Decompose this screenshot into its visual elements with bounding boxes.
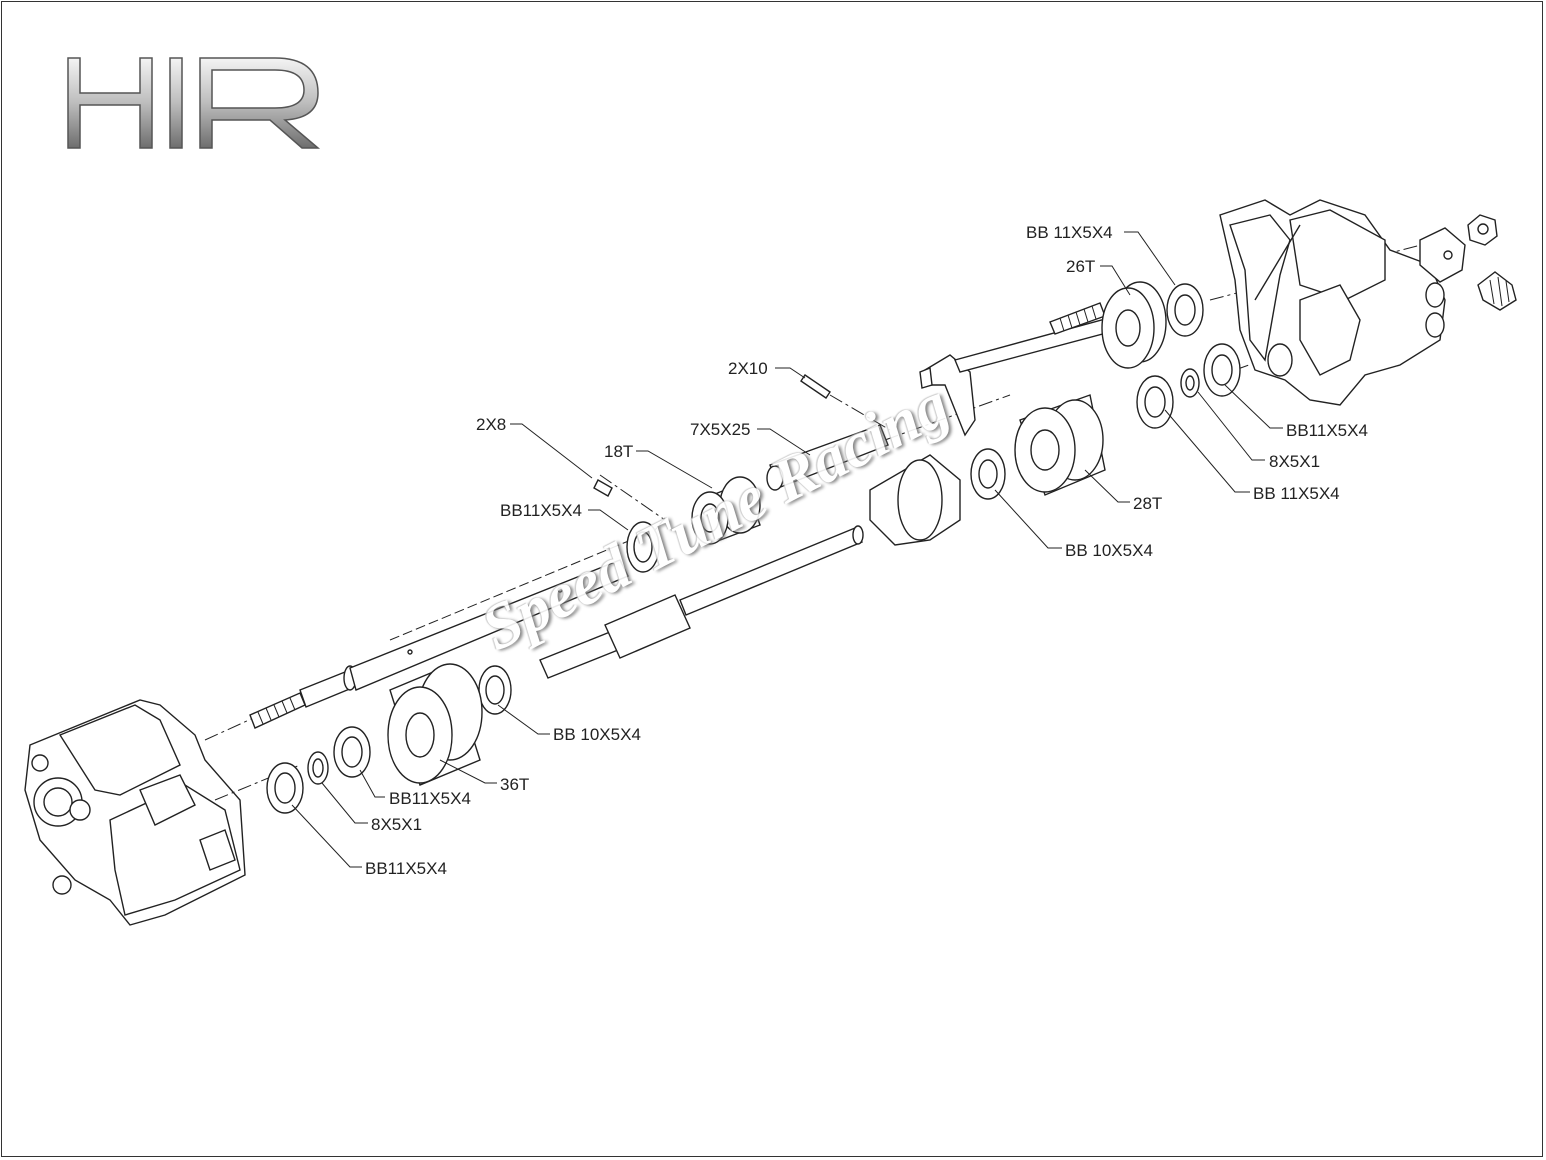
gear-28t-drawing	[1014, 394, 1106, 496]
end-block-and-nuts	[1419, 214, 1517, 311]
left-output-shaft	[249, 559, 629, 729]
hr-logo	[67, 57, 321, 149]
label-gear-26t: 26T	[1066, 257, 1096, 276]
label-pin-2x10: 2X10	[728, 359, 768, 378]
left-gearbox-housing	[24, 699, 246, 926]
label-bb11x5x4-left-lower: BB11X5X4	[365, 859, 447, 878]
label-bb11x5x4-mid: BB11X5X4	[500, 501, 582, 520]
label-bb-11x5x4-top: BB 11X5X4	[1026, 223, 1113, 242]
label-pin-2x8: 2X8	[476, 415, 507, 434]
label-tube-7x5x25: 7X5X25	[690, 420, 751, 439]
label-gear-36t: 36T	[500, 775, 530, 794]
right-bearings	[970, 283, 1241, 500]
label-washer-8x5x1-right: 8X5X1	[1269, 452, 1321, 471]
gear-26t-drawing	[1101, 281, 1167, 369]
gear-36t-drawing	[387, 663, 483, 786]
shift-fork-assembly	[869, 314, 1126, 546]
label-bb-11x5x4-right-lower: BB 11X5X4	[1253, 484, 1340, 503]
countershaft	[539, 525, 864, 679]
label-bb-10x5x4-right: BB 10X5X4	[1065, 541, 1153, 560]
label-bb11x5x4-right: BB11X5X4	[1286, 421, 1368, 440]
upper-shaft-parts	[593, 374, 889, 573]
label-gear-18t: 18T	[604, 442, 634, 461]
label-gear-28t: 28T	[1133, 494, 1163, 513]
right-gearbox-housing	[1219, 199, 1446, 406]
leader-lines	[291, 231, 1283, 868]
label-bb-10x5x4-left: BB 10X5X4	[553, 725, 641, 744]
left-bearings	[266, 665, 512, 814]
label-bb11x5x4-left-upper: BB11X5X4	[389, 789, 471, 808]
label-washer-8x5x1-left: 8X5X1	[371, 815, 423, 834]
